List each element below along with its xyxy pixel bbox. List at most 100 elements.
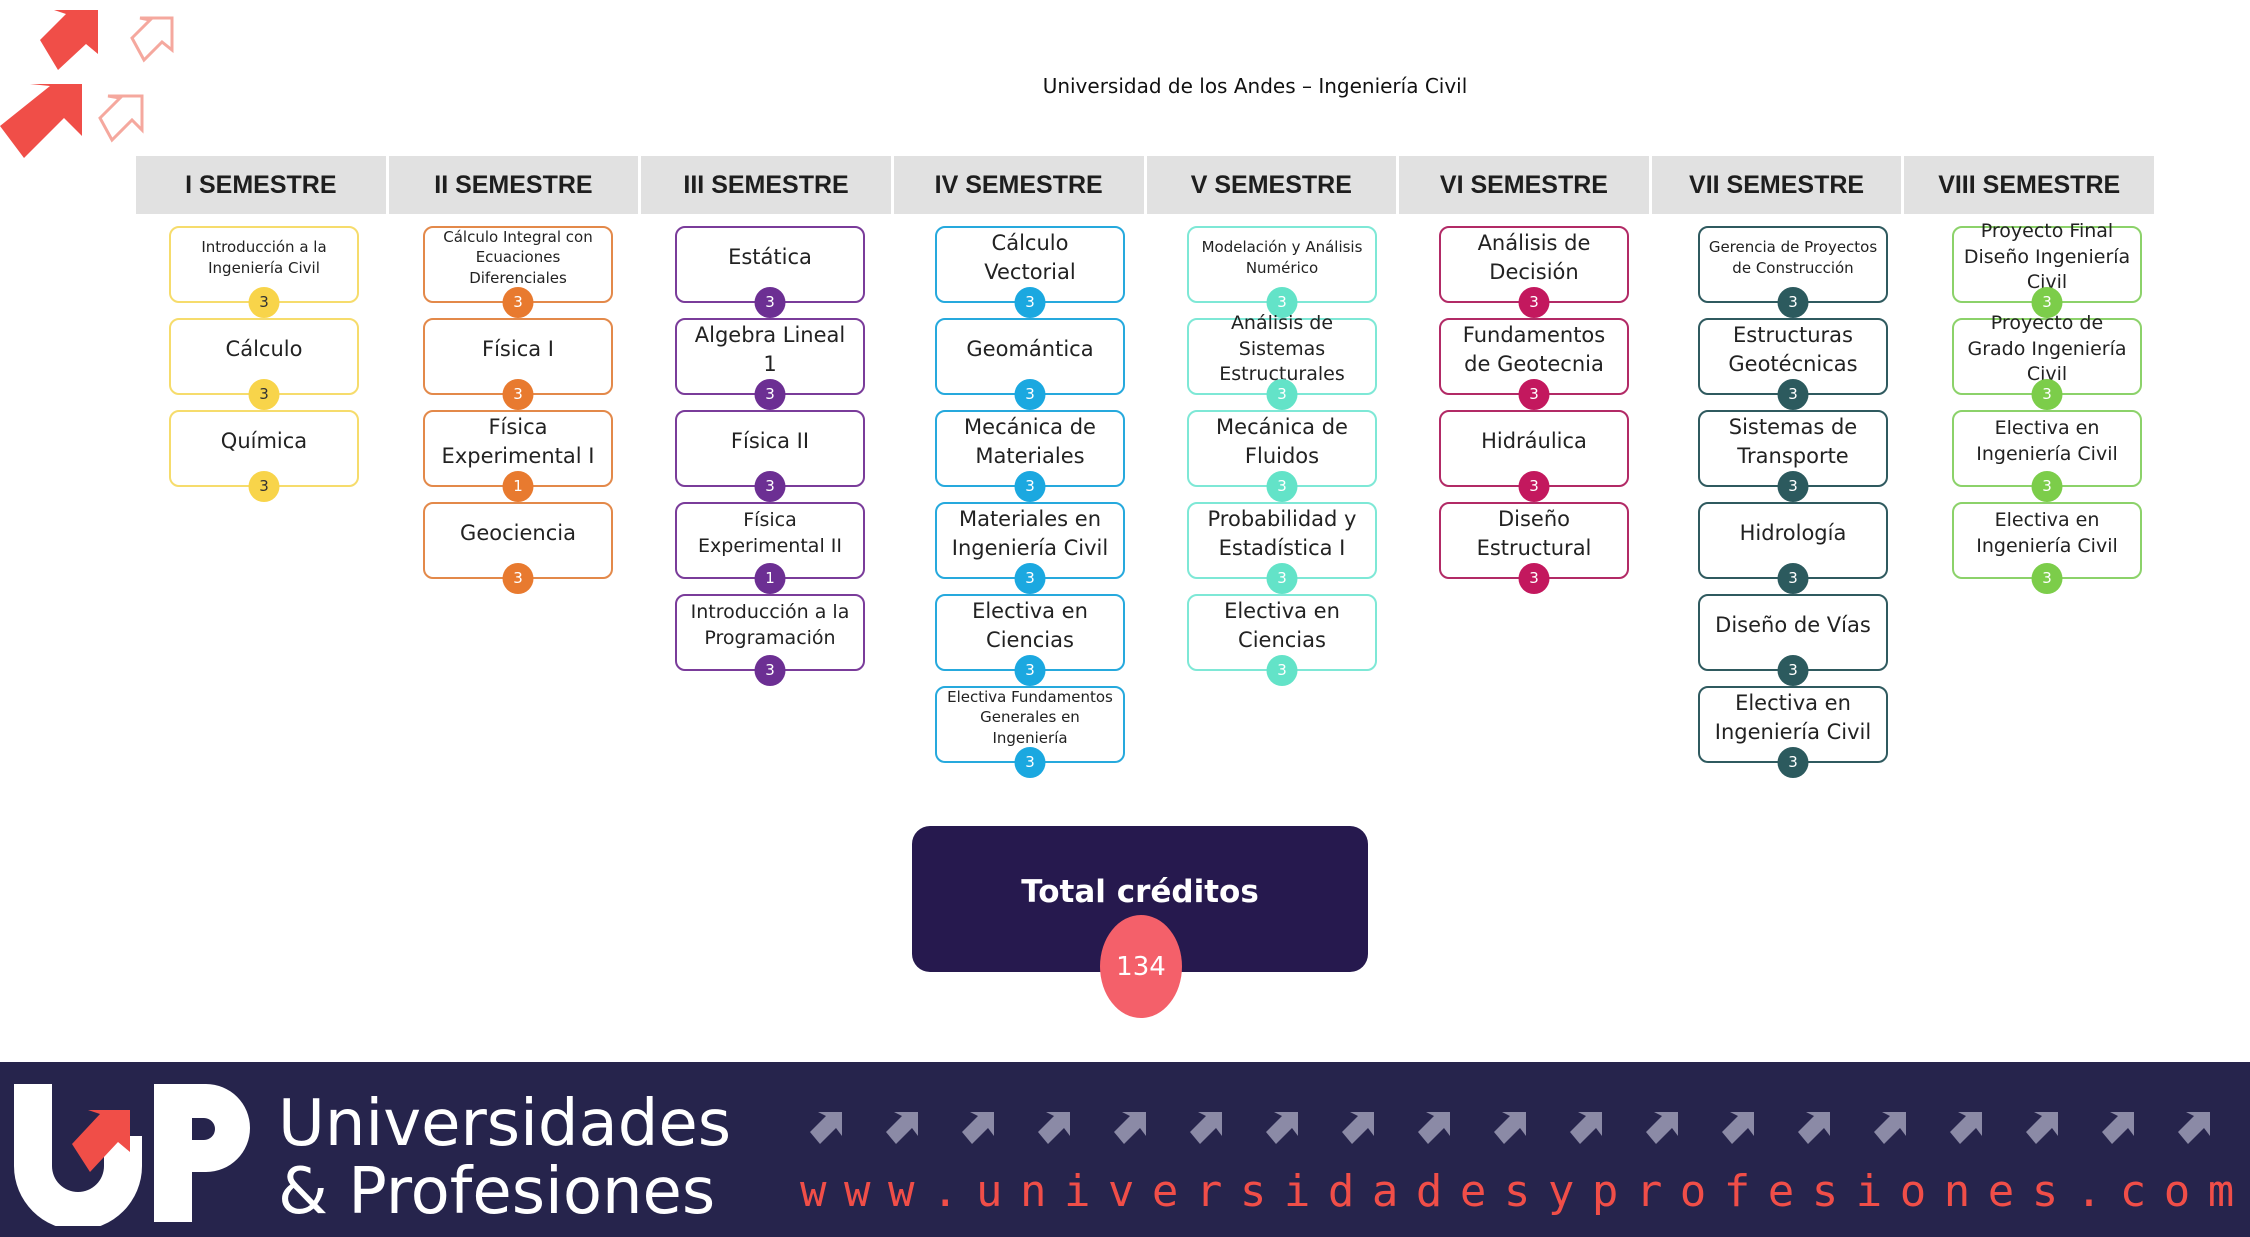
credit-badge: 3	[1266, 563, 1298, 594]
credit-badge: 3	[248, 287, 280, 318]
course-name: Gerencia de Proyectos de Construcción	[1708, 238, 1878, 277]
semester-header: VIII SEMESTRE	[1938, 170, 2121, 199]
credit-badge: 3	[1777, 287, 1809, 318]
course-name: Análisis de Decisión	[1477, 231, 1591, 284]
course-name: Electiva en Ingeniería Civil	[1714, 691, 1872, 744]
semester-header: II SEMESTRE	[389, 156, 642, 214]
credit-badge: 3	[1518, 563, 1550, 594]
course-name: Cálculo Vectorial	[984, 231, 1076, 284]
course-name: Electiva Fundamentos Generales en Ingeni…	[947, 688, 1113, 747]
diagonal-arrow-icon	[2102, 1112, 2134, 1144]
credit-badge: 3	[1777, 471, 1809, 502]
credit-badge: 3	[2031, 563, 2063, 594]
course-name: Mecánica de Materiales	[964, 415, 1096, 468]
arrows-logo-icon	[0, 10, 174, 158]
credit-badge: 3	[1518, 471, 1550, 502]
total-credits-value: 134	[1100, 915, 1182, 1018]
course-card[interactable]: Gerencia de Proyectos de Construcción 3	[1698, 226, 1888, 318]
course-name: Sistemas de Transporte	[1728, 415, 1858, 468]
course-name: Física Experimental I	[441, 415, 595, 468]
course-name: Electiva en Ciencias	[1224, 599, 1340, 652]
course-name: Materiales en Ingeniería Civil	[951, 507, 1109, 560]
diagonal-arrow-icon	[1494, 1112, 1526, 1144]
course-name: Física Experimental II	[698, 508, 842, 557]
credit-badge: 3	[1014, 379, 1046, 410]
course-name: Física II	[730, 429, 810, 454]
credit-badge: 3	[2031, 287, 2063, 318]
course-card[interactable]: Cálculo Integral con Ecuaciones Diferenc…	[423, 226, 613, 318]
credit-badge: 3	[1266, 655, 1298, 686]
course-name: Cálculo Integral con Ecuaciones Diferenc…	[443, 228, 593, 287]
semester-header: III SEMESTRE	[641, 156, 894, 214]
credit-badge: 3	[502, 379, 534, 410]
diagonal-arrow-icon	[1266, 1112, 1298, 1144]
credit-badge: 3	[1014, 747, 1046, 778]
diagonal-arrow-icon	[1342, 1112, 1374, 1144]
course-card[interactable]: Física II 3	[675, 410, 865, 502]
course-name: Geociencia	[460, 521, 576, 546]
credit-badge: 3	[1777, 379, 1809, 410]
diagonal-arrow-icon	[1646, 1112, 1678, 1144]
arrow-pattern	[810, 1112, 2210, 1144]
diagonal-arrow-icon	[1038, 1112, 1070, 1144]
course-name: Química	[220, 429, 308, 454]
course-card[interactable]: Geociencia 3	[423, 502, 613, 594]
diagonal-arrow-icon	[1874, 1112, 1906, 1144]
course-name: Geomántica	[966, 337, 1094, 362]
course-card[interactable]: Electiva Fundamentos Generales en Ingeni…	[935, 686, 1125, 778]
course-name: Probabilidad y Estadística I	[1207, 507, 1357, 560]
credit-badge: 3	[754, 471, 786, 502]
brand-name-line-1: Universidades	[278, 1087, 732, 1161]
credit-badge: 3	[2031, 471, 2063, 502]
credit-badge: 3	[502, 563, 534, 594]
diagonal-arrow-icon	[1418, 1112, 1450, 1144]
credit-badge: 3	[2031, 379, 2063, 410]
up-logo-icon	[14, 1084, 250, 1226]
course-name: Proyecto de Grado Ingeniería Civil	[1967, 312, 2127, 386]
website-url[interactable]: www.universidadesyprofesiones.com	[800, 1166, 2250, 1217]
semester-header: I SEMESTRE	[136, 156, 389, 214]
diagonal-arrow-icon	[1722, 1112, 1754, 1144]
course-card[interactable]: Geomántica 3	[935, 318, 1125, 410]
brand-name-line-2: & Profesiones	[278, 1155, 716, 1229]
diagonal-arrow-icon	[1190, 1112, 1222, 1144]
course-name: Estática	[728, 245, 812, 270]
credit-badge: 1	[502, 471, 534, 502]
